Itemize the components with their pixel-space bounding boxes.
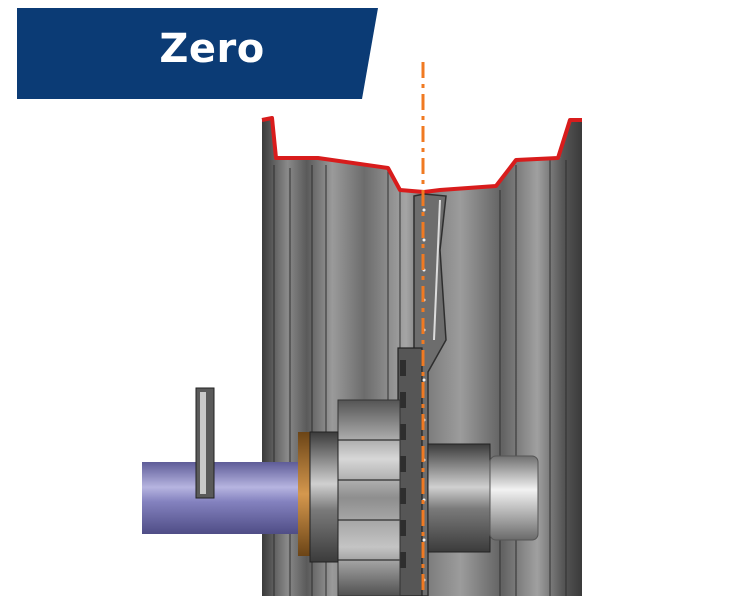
hub-grooves <box>338 439 400 561</box>
axle-clamp-highlight <box>200 392 206 494</box>
title-banner-shape <box>17 8 378 99</box>
left-bearing-seal <box>298 432 310 556</box>
page-title: Zero <box>159 26 265 72</box>
axle-shaft <box>142 462 310 534</box>
hub-body <box>337 399 401 596</box>
right-bearing <box>427 443 491 553</box>
brake-disc-teeth <box>400 360 406 568</box>
hub-web-highlight <box>433 199 441 341</box>
right-spacer <box>489 455 539 541</box>
left-bearing <box>309 431 339 563</box>
